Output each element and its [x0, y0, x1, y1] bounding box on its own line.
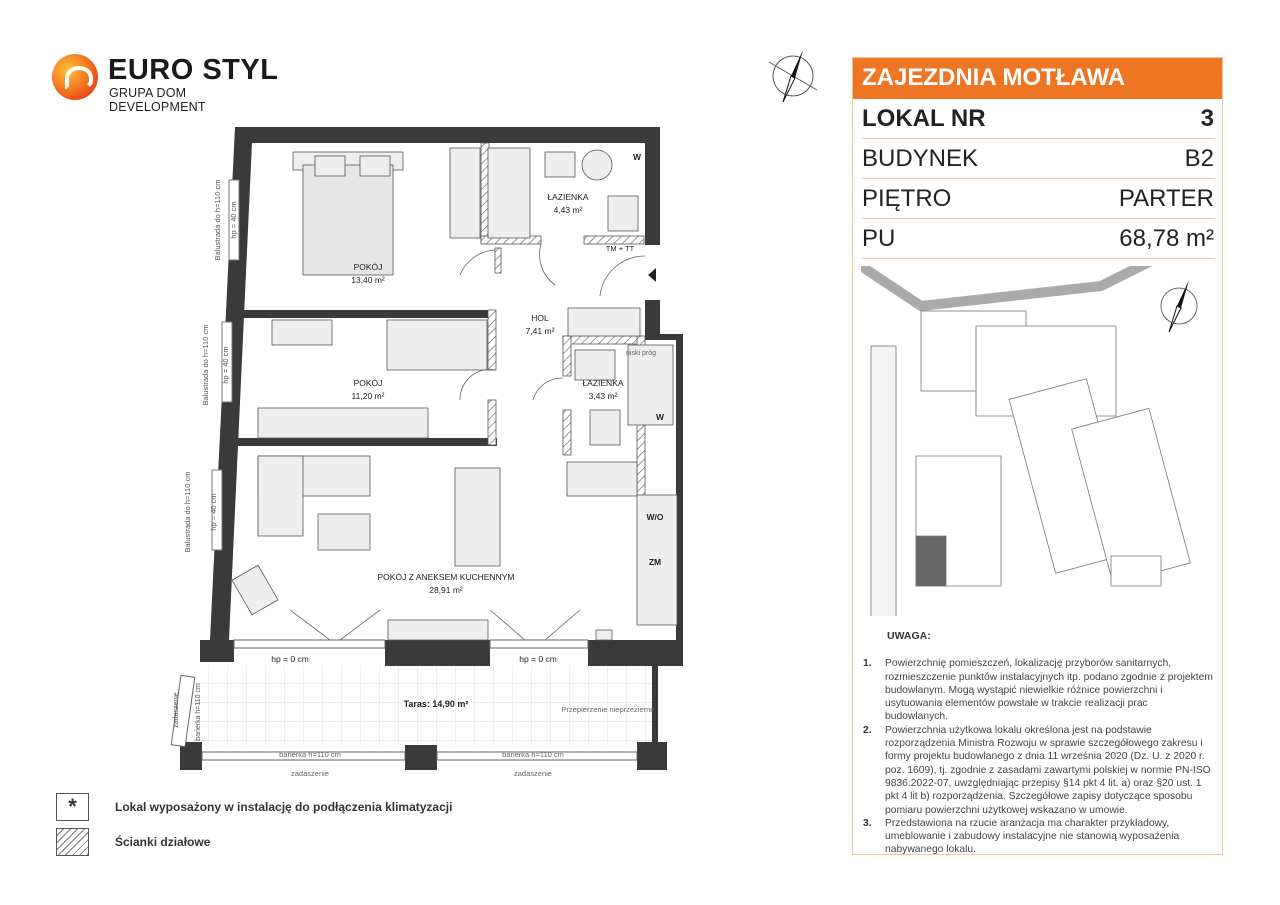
room-name: POKÓJ	[354, 262, 383, 272]
tm-tt-label: TM + TT	[606, 244, 635, 253]
row-pu: PU 68,78 m²	[862, 219, 1214, 259]
room-name: POKÓJ	[354, 378, 383, 388]
room-name: POKÓJ Z ANEKSEM KUCHENNYM	[378, 572, 515, 582]
row-label: BUDYNEK	[862, 144, 979, 172]
zadaszenie-label: zadaszenie	[514, 769, 552, 778]
room-area: 13,40 m²	[351, 275, 385, 285]
room-area: 3,43 m²	[589, 391, 618, 401]
hp40-label: hp = 40 cm	[221, 346, 230, 383]
note-item: 2. Powierzchnia użytkowa lokalu określona…	[863, 724, 1213, 817]
room-name: ŁAZIENKA	[582, 378, 623, 388]
legend-text: Lokal wyposażony w instalację do podłącz…	[115, 800, 453, 814]
note-number: 2.	[863, 724, 872, 736]
zadaszenie-label: zadaszenie	[173, 692, 180, 728]
floor-plan: POKÓJ 13,40 m² ŁAZIENKA 4,43 m² HOL 7,41…	[170, 127, 683, 778]
euro-styl-logo: EURO STYL GRUPA DOM DEVELOPMENT	[52, 50, 282, 114]
barierka-label: barierka h=110 cm	[195, 683, 202, 741]
hp-label: hp = 0 cm	[271, 654, 309, 664]
barierka-label: barierka h=110 cm	[279, 750, 341, 759]
row-label: PIĘTRO	[862, 184, 952, 212]
room-area: 11,20 m²	[352, 391, 385, 401]
room-area: 4,43 m²	[554, 205, 583, 215]
hp40-label: hp = 40 cm	[229, 201, 238, 238]
hp40-label: hp = 40 cm	[209, 493, 218, 530]
row-lokal-nr: LOKAL NR 3	[862, 99, 1214, 139]
row-label: PU	[862, 224, 896, 252]
terrace-floor	[192, 665, 652, 745]
balustrada-label: Balustrada do h=110 cm	[201, 325, 210, 406]
w-label: W	[656, 412, 665, 422]
note-number: 1.	[863, 658, 872, 670]
row-budynek: BUDYNEK B2	[862, 139, 1214, 179]
przepierzenie-label: Przepierzenie nieprzezierne	[562, 705, 655, 714]
logo-mark-icon	[52, 54, 98, 100]
note-item: 1. Powierzchnię pomieszczeń, lokalizację …	[863, 657, 1213, 723]
terrace-label: Taras: 14,90 m²	[404, 699, 469, 709]
room-area: 28,91 m²	[429, 585, 463, 595]
room-name: ŁAZIENKA	[547, 192, 588, 202]
note-text: Powierzchnia użytkowa lokalu określona j…	[885, 724, 1211, 816]
notes-heading: UWAGA:	[887, 630, 931, 642]
logo-subtitle: GRUPA DOM DEVELOPMENT	[109, 86, 206, 114]
row-value: 3	[1200, 104, 1214, 132]
logo-brand: EURO STYL	[108, 54, 279, 86]
row-pietro: PIĘTRO PARTER	[862, 179, 1214, 219]
note-number: 3.	[863, 817, 872, 829]
room-name: HOL	[531, 313, 549, 323]
niski-prog-label: niski próg	[626, 350, 656, 357]
note-item: 3. Przedstawiona na rzucie aranżacja ma c…	[863, 817, 1213, 857]
hatch-icon	[56, 828, 89, 856]
wo-label: W/O	[647, 512, 664, 522]
legend-air-conditioning: * Lokal wyposażony w instalację do podłą…	[56, 793, 452, 821]
row-value: PARTER	[1118, 184, 1214, 212]
balustrada-label: Balustrada do h=110 cm	[183, 472, 192, 553]
barierka-label: barierka h=110 cm	[502, 750, 564, 759]
investment-title: ZAJEZDNIA MOTŁAWA	[853, 58, 1222, 99]
note-text: Przedstawiona na rzucie aranżacja ma cha…	[885, 817, 1180, 856]
w-label: W	[633, 152, 642, 162]
room-area: 7,41 m²	[526, 326, 555, 336]
legend-partition-walls: Ścianki działowe	[56, 828, 210, 856]
north-arrow-icon	[768, 50, 818, 103]
note-text: Powierzchnię pomieszczeń, lokalizację pr…	[885, 658, 1213, 723]
info-panel: ZAJEZDNIA MOTŁAWA LOKAL NR 3 BUDYNEK B2 PI…	[852, 57, 1223, 855]
zadaszenie-label: zadaszenie	[291, 769, 329, 778]
notes-section: UWAGA: 1. Powierzchnię pomieszczeń, lokal…	[863, 630, 1213, 857]
row-label: LOKAL NR	[862, 104, 986, 132]
balustrada-label: Balustrada do h=110 cm	[213, 180, 222, 261]
outer-walls	[180, 127, 683, 770]
row-value: B2	[1184, 144, 1214, 172]
site-map	[861, 266, 1198, 616]
row-value: 68,78 m²	[1119, 224, 1214, 252]
hp-label: hp = 0 cm	[519, 654, 557, 664]
legend-text: Ścianki działowe	[115, 835, 211, 849]
furniture	[231, 147, 678, 641]
asterisk-icon: *	[56, 793, 89, 821]
zm-label: ZM	[649, 557, 661, 567]
